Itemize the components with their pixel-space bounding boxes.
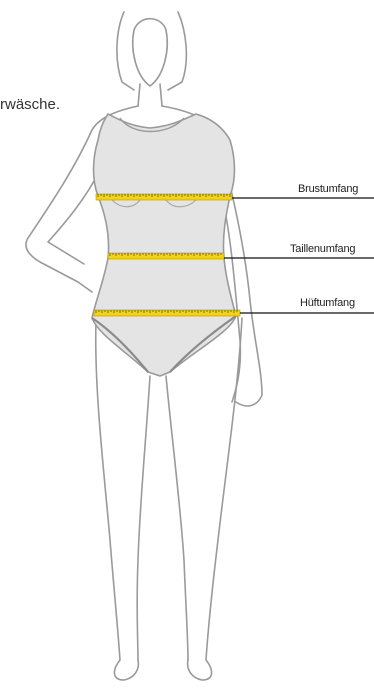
bodysuit (92, 114, 236, 376)
label-hip: Hüftumfang (300, 297, 355, 309)
tape-bust (96, 194, 232, 200)
left-leg (96, 320, 139, 680)
label-bust: Brustumfang (298, 183, 358, 195)
label-waist: Taillenumfang (290, 243, 355, 255)
left-arm-inner (48, 170, 100, 264)
right-leg-inner (166, 376, 188, 660)
tape-waist (108, 253, 224, 259)
neck (138, 84, 162, 106)
head (133, 19, 167, 86)
left-leg-inner (137, 376, 150, 660)
right-leg (188, 318, 242, 680)
tape-hip (94, 310, 240, 316)
hair (117, 12, 186, 90)
